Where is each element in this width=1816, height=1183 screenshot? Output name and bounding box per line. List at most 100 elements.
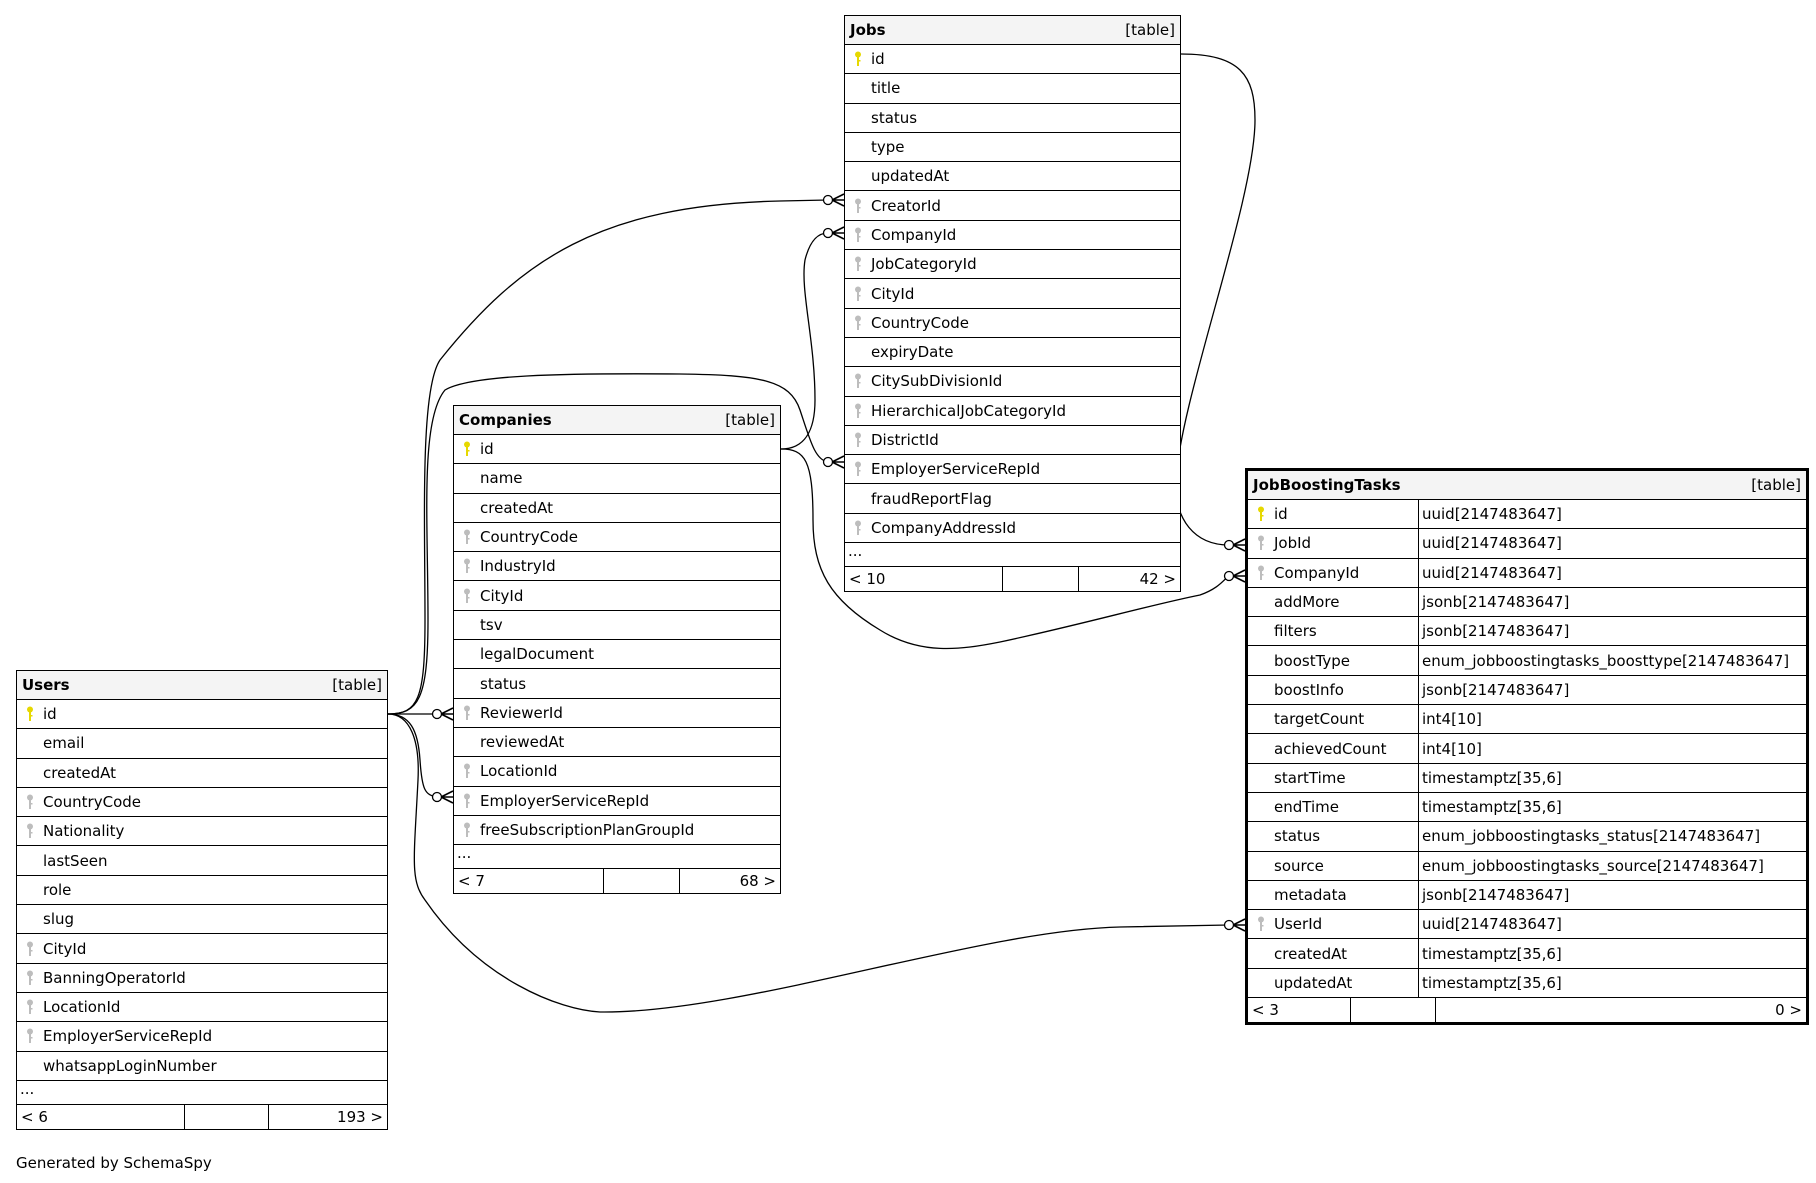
column-row[interactable]: expiryDate [845,338,1180,368]
column-name[interactable]: freeSubscriptionPlanGroupId [480,821,695,839]
column-name[interactable]: targetCount [1274,710,1365,729]
column-row[interactable]: id [17,700,387,730]
column-row[interactable]: EmployerServiceRepId [17,1022,387,1052]
column-name[interactable]: tsv [480,615,503,634]
column-name[interactable]: status [871,108,918,127]
column-row[interactable]: createdAt [454,494,780,523]
parent-count[interactable]: < 3 [1248,998,1351,1023]
column-row[interactable]: legalDocument [454,640,780,670]
more-columns-indicator[interactable]: ... [845,543,1180,568]
column-row[interactable]: EmployerServiceRepId [845,455,1180,485]
column-name[interactable]: id [871,50,885,69]
column-name[interactable]: id [480,440,494,459]
column-row[interactable]: CityId [17,934,387,964]
column-name[interactable]: boostInfo [1274,680,1344,699]
column-row[interactable]: LocationId [17,993,387,1023]
column-row[interactable]: updatedAt [845,162,1180,192]
column-row[interactable]: BanningOperatorId [17,964,387,993]
column-name[interactable]: CreatorId [871,196,941,215]
column-name[interactable]: UserId [1274,915,1323,934]
column-name[interactable]: EmployerServiceRepId [43,1027,213,1046]
column-row[interactable]: lastSeen [17,846,387,876]
column-name[interactable]: EmployerServiceRepId [480,791,650,810]
column-name[interactable]: updatedAt [871,167,950,186]
column-name[interactable]: id [1274,505,1288,524]
column-name[interactable]: expiryDate [871,343,954,362]
column-name[interactable]: JobCategoryId [871,255,977,274]
child-count[interactable]: 42 > [1139,570,1176,589]
column-name[interactable]: reviewedAt [480,733,565,752]
child-count[interactable]: 68 > [739,872,776,891]
column-row[interactable]: reviewedAt [454,728,780,758]
column-row[interactable]: LocationId [454,757,780,787]
column-row[interactable]: CitySubDivisionId [845,367,1180,397]
column-name[interactable]: boostType [1274,651,1351,670]
column-row[interactable]: CountryCode [454,523,780,553]
column-name[interactable]: HierarchicalJobCategoryId [871,401,1066,420]
parent-count[interactable]: < 10 [845,567,1003,592]
column-name[interactable]: BanningOperatorId [43,968,186,987]
table-header[interactable]: Companies[table] [454,406,780,435]
column-row[interactable]: tsv [454,611,780,641]
column-name[interactable]: whatsappLoginNumber [43,1056,217,1075]
column-row[interactable]: createdAt [17,759,387,788]
table-header[interactable]: Users[table] [17,671,387,700]
column-row[interactable]: IndustryId [454,552,780,582]
column-row[interactable]: Nationality [17,817,387,847]
child-count[interactable]: 193 > [337,1107,383,1126]
column-row[interactable]: HierarchicalJobCategoryId [845,397,1180,426]
column-name[interactable]: source [1274,856,1324,875]
column-name[interactable]: fraudReportFlag [871,489,992,508]
column-name[interactable]: createdAt [480,498,554,517]
column-name[interactable]: LocationId [480,762,558,781]
column-name[interactable]: slug [43,910,75,929]
child-count[interactable]: 0 > [1775,1001,1802,1020]
column-name[interactable]: name [480,469,523,488]
more-columns-indicator[interactable]: ... [17,1081,387,1105]
column-row[interactable]: status [845,104,1180,133]
column-name[interactable]: CompanyId [1274,563,1360,582]
table-header[interactable]: JobBoostingTasks[table] [1248,471,1806,500]
column-row[interactable]: whatsappLoginNumber [17,1052,387,1081]
column-name[interactable]: CitySubDivisionId [871,372,1003,391]
column-row[interactable]: fraudReportFlag [845,484,1180,514]
parent-count[interactable]: < 6 [17,1104,185,1129]
column-name[interactable]: CityId [43,939,87,958]
column-name[interactable]: endTime [1274,798,1339,817]
column-name[interactable]: DistrictId [871,431,939,449]
column-row[interactable]: CityId [454,581,780,611]
column-row[interactable]: EmployerServiceRepId [454,787,780,816]
column-row[interactable]: id [454,435,780,465]
table-name[interactable]: Jobs [850,21,886,39]
column-name[interactable]: email [43,734,85,753]
column-name[interactable]: filters [1274,622,1317,641]
column-name[interactable]: achievedCount [1274,739,1387,758]
column-row[interactable]: type [845,133,1180,163]
column-row[interactable]: role [17,876,387,906]
column-name[interactable]: LocationId [43,998,121,1017]
column-name[interactable]: startTime [1274,768,1346,787]
column-name[interactable]: metadata [1274,886,1347,904]
column-row[interactable]: slug [17,905,387,935]
column-name[interactable]: status [1274,827,1321,846]
column-name[interactable]: updatedAt [1274,973,1353,992]
parent-count[interactable]: < 7 [454,869,604,894]
column-name[interactable]: type [871,138,905,157]
column-name[interactable]: CountryCode [480,528,578,547]
column-name[interactable]: Nationality [43,822,125,841]
column-name[interactable]: createdAt [43,763,117,782]
